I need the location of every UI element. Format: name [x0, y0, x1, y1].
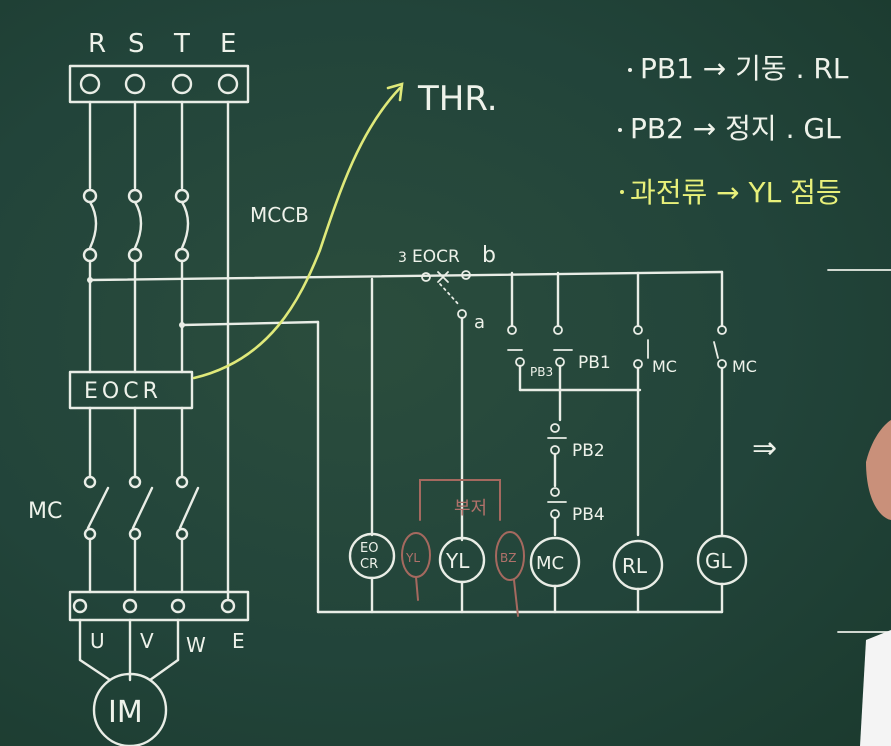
eocr-box: EOCR [68, 370, 194, 410]
label-e: E [220, 29, 236, 59]
eocr-a-label: a [474, 312, 485, 333]
motor-terminal-block: U V W E [68, 590, 250, 657]
eocr-label: EOCR [84, 379, 162, 404]
control-circuit: 3 EOCR b a PB3 PB1 MC [348, 243, 757, 617]
mid-wires [87, 259, 724, 614]
label-u: U [90, 629, 105, 653]
coil-yl-label: YL [445, 549, 470, 573]
pb4-label: PB4 [572, 505, 605, 525]
supply-labels: R S T E [88, 29, 236, 59]
pb3-label: PB3 [530, 365, 553, 379]
eocr-b-label: b [482, 243, 496, 268]
label-e2: E [232, 629, 245, 653]
coil-gl-label: GL [705, 549, 732, 573]
eocr-contact-prefix: 3 [398, 250, 407, 266]
lower-wires [88, 406, 184, 478]
mc-aux-label-2: MC [732, 357, 757, 376]
mc-main-contacts: MC [28, 475, 200, 594]
label-t: T [173, 29, 190, 59]
thr-arrow: THR. [192, 79, 498, 380]
presenter-hand [860, 420, 891, 746]
coil-mc-label: MC [536, 553, 564, 574]
mc-label: MC [28, 499, 62, 524]
label-v: V [140, 629, 154, 653]
label-w: W [186, 633, 206, 657]
label-r: R [88, 29, 106, 59]
motor: IM [78, 618, 180, 746]
buzzer-left-mark: YL [405, 551, 420, 565]
coil-eocr-line2: CR [360, 557, 378, 572]
mc-aux-label-1: MC [652, 357, 677, 376]
eocr-contact-label: EOCR [412, 247, 460, 267]
coil-rl-label: RL [622, 554, 648, 578]
mccb-label: MCCB [250, 203, 309, 227]
buzzer-annotation: 부저 [454, 498, 487, 519]
note-3: 과전류 → YL 점등 [630, 176, 842, 209]
thr-label: THR. [417, 79, 498, 119]
note-2: PB2 → 정지 . GL [630, 112, 841, 145]
motor-label: IM [108, 695, 143, 730]
notes: PB1 → 기동 . RL PB2 → 정지 . GL 과전류 → YL 점등 [618, 52, 849, 209]
pb2-label: PB2 [572, 441, 605, 461]
coil-eocr-line1: EO [360, 541, 378, 556]
implies-arrow: ⇒ [752, 431, 777, 466]
mccb-breaker: MCCB [82, 188, 309, 263]
supply-wires [88, 100, 230, 600]
buzzer-right-mark: BZ [500, 551, 516, 565]
pb1-label: PB1 [578, 353, 611, 373]
label-s: S [128, 29, 145, 59]
supply-terminal-block [68, 64, 250, 104]
note-1: PB1 → 기동 . RL [640, 52, 849, 85]
